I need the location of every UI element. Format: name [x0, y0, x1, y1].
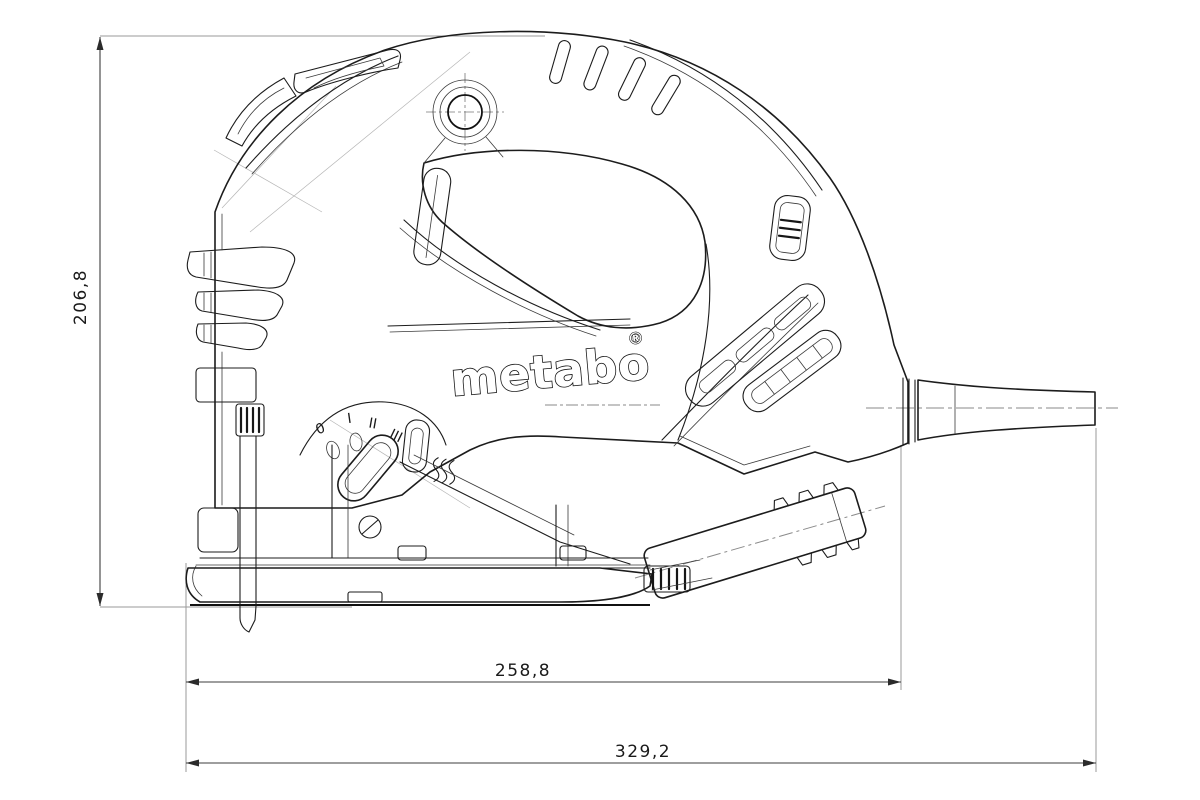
gearbox-front	[195, 213, 265, 553]
dimension-length-258: 258,8	[186, 661, 901, 686]
speed-slider-switch	[769, 194, 811, 262]
blower-icon	[432, 457, 456, 485]
front-grip-fins	[186, 246, 296, 351]
base-shoe	[185, 567, 653, 603]
handle-opening	[421, 149, 707, 329]
pendulum-lever	[337, 434, 399, 502]
dimension-length-329-label: 329,2	[615, 742, 671, 762]
top-vent-slots	[549, 40, 681, 116]
lock-slider	[401, 419, 431, 473]
dimension-height-label: 206,8	[71, 269, 91, 325]
rear-rail-block	[634, 482, 886, 599]
locking-knob	[423, 79, 504, 164]
logo-text: metabo	[448, 336, 652, 407]
dimension-length-329: 329,2	[186, 742, 1096, 767]
dimension-height: 206,8	[71, 37, 104, 606]
motor-vents	[684, 283, 842, 413]
selector-mark-0: 0	[313, 420, 327, 438]
body-outline	[214, 30, 909, 509]
metabo-logo: metabo ®	[447, 328, 652, 408]
cable-boot	[902, 377, 1096, 446]
saw-blade	[239, 435, 257, 633]
dimension-length-258-label: 258,8	[495, 661, 551, 681]
selector-mark-2: II	[367, 415, 378, 432]
extension-lines	[100, 35, 1097, 772]
registered-mark: ®	[627, 328, 645, 348]
base-assembly	[185, 444, 653, 606]
pendulum-selector: 0 I II III	[299, 401, 456, 502]
bevel-screw	[358, 515, 382, 539]
jigsaw-body: 0 I II III	[185, 30, 1096, 633]
trigger-switch	[413, 167, 452, 266]
grip-pads	[225, 40, 681, 147]
selector-mark-1: I	[346, 411, 352, 427]
